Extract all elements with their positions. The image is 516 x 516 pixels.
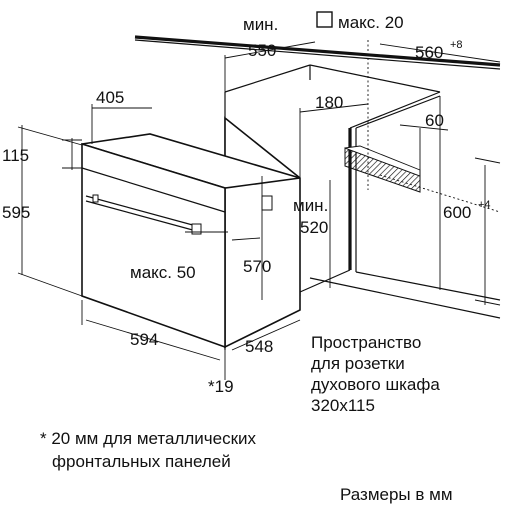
footnote-line2: фронтальных панелей — [52, 452, 231, 471]
label-60: 60 — [425, 111, 444, 130]
label-180: 180 — [315, 93, 343, 112]
label-max-50: макс. 50 — [130, 263, 196, 282]
footnote-line1: * 20 мм для металлических — [40, 429, 257, 448]
label-min-520-a: мин. — [293, 196, 328, 215]
socket-note-line3: духового шкафа — [311, 375, 440, 394]
socket-height-line — [379, 174, 501, 213]
label-min: мин. — [243, 15, 278, 34]
label-560: 560 — [415, 43, 443, 62]
dimension-lines — [17, 41, 501, 380]
label-600-sup: +4 — [478, 199, 491, 211]
square-icon — [316, 11, 333, 28]
socket-note-line2: для розетки — [311, 354, 405, 373]
label-548: 548 — [245, 337, 273, 356]
label-115: 115 — [2, 146, 29, 165]
socket-note-line1: Пространство — [311, 333, 421, 352]
oven — [81, 116, 301, 349]
worktop — [134, 35, 501, 70]
label-min-520-b: 520 — [300, 218, 328, 237]
label-star-19: *19 — [208, 377, 234, 396]
label-max-20: макс. 20 — [338, 13, 404, 32]
label-594: 594 — [130, 330, 158, 349]
label-560-sup: +8 — [450, 39, 463, 51]
label-570: 570 — [243, 257, 271, 276]
label-550: 550 — [248, 41, 276, 60]
socket-note-line4: 320x115 — [311, 396, 375, 415]
label-405: 405 — [96, 88, 124, 107]
units-note: Размеры в мм — [340, 485, 453, 504]
label-595: 595 — [2, 203, 30, 222]
label-600: 600 — [443, 203, 471, 222]
